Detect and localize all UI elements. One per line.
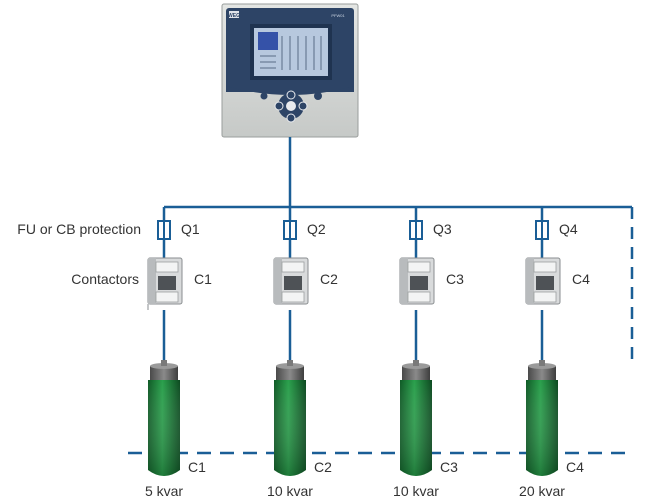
capacitor-c3	[400, 360, 432, 476]
fuse-q3	[409, 220, 423, 240]
contactors-label: Contactors	[71, 271, 139, 287]
right-button[interactable]	[298, 101, 308, 111]
capacitor-c4	[526, 360, 558, 476]
contactor-c4	[525, 257, 561, 305]
rating-label-1: 5 kvar	[145, 483, 183, 499]
fuse-q1	[157, 220, 171, 240]
capacitor-label-c3: C3	[440, 459, 458, 475]
protection-label-q2: Q2	[307, 221, 326, 237]
enter-button[interactable]	[286, 101, 296, 111]
rating-label-2: 10 kvar	[267, 483, 313, 499]
rating-label-4: 20 kvar	[519, 483, 565, 499]
contactor-c1	[147, 257, 183, 310]
contactor-label-c3: C3	[446, 271, 464, 287]
capacitor-label-c1: C1	[188, 459, 206, 475]
fuse-q2	[283, 220, 297, 240]
controller-keypad[interactable]	[260, 90, 323, 123]
protection-label-q1: Q1	[181, 221, 200, 237]
contactor-c3	[399, 257, 435, 305]
menu-button[interactable]	[260, 92, 268, 100]
power-factor-controller: WEG PFW01	[221, 3, 359, 138]
contactor-label-c2: C2	[320, 271, 338, 287]
step-3: Q3 C3 C3 10 kvar	[393, 207, 464, 499]
contactor-label-c1: C1	[194, 271, 212, 287]
step-4: Q4 C4 C4 20 kvar	[519, 207, 590, 499]
rating-label-3: 10 kvar	[393, 483, 439, 499]
left-button[interactable]	[274, 101, 284, 111]
up-button[interactable]	[286, 90, 296, 100]
contactor-c2	[273, 257, 309, 305]
fuse-q4	[535, 220, 549, 240]
step-1: Q1 C1 C1 5 kvar	[145, 207, 212, 499]
down-button[interactable]	[286, 113, 296, 123]
controller-model: PFW01	[331, 13, 345, 18]
controller-faceplate-curve	[226, 86, 354, 95]
step-2: Q2 C2 C2 10 kvar	[267, 207, 338, 499]
controller-brand: WEG	[228, 13, 240, 19]
controller-brand-logo	[229, 11, 239, 18]
capacitor-c1	[148, 360, 180, 476]
controller-screen-bars	[260, 36, 322, 70]
protection-label-q3: Q3	[433, 221, 452, 237]
controller-screen-highlight	[258, 32, 278, 50]
protection-label-q4: Q4	[559, 221, 578, 237]
capacitor-label-c4: C4	[566, 459, 584, 475]
esc-button[interactable]	[314, 92, 322, 100]
capacitor-c2	[274, 360, 306, 476]
fu-cb-protection-label: FU or CB protection	[17, 221, 141, 237]
contactor-label-c4: C4	[572, 271, 590, 287]
capacitor-label-c2: C2	[314, 459, 332, 475]
